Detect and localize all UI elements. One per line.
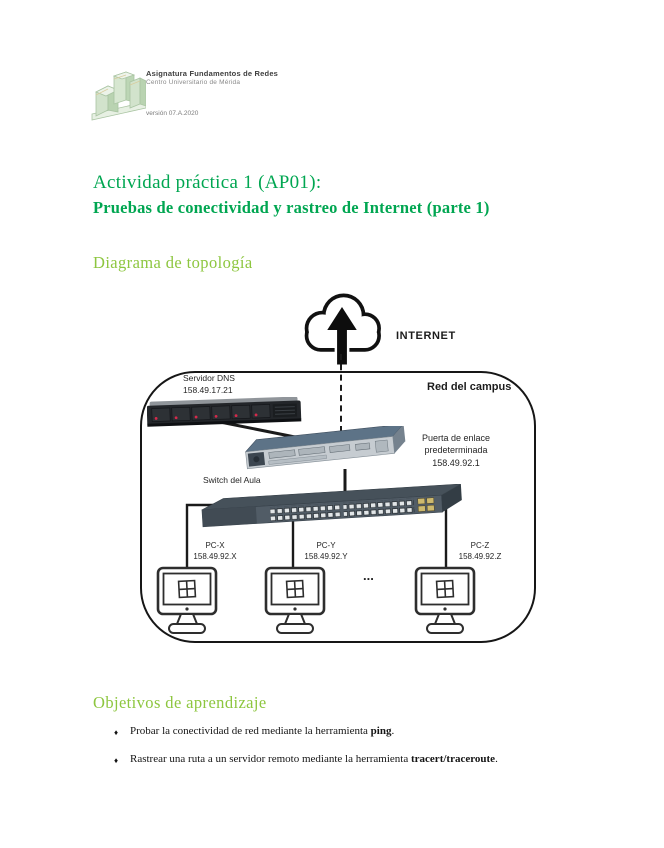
pc-x-monitor-icon — [156, 566, 218, 634]
org-name: Asignatura Fundamentos de Redes — [146, 69, 279, 78]
org-subname: Centro Universitario de Mérida — [146, 79, 241, 86]
internet-uplink-dashed-line — [340, 354, 342, 432]
objectives-list: ♦ Probar la conectividad de red mediante… — [112, 724, 524, 779]
pc-z-label: PC-Z 158.49.92.Z — [458, 541, 502, 561]
internet-label: INTERNET — [396, 330, 456, 342]
more-pcs-ellipsis: ... — [363, 568, 374, 583]
pc-z-monitor-icon — [414, 566, 476, 634]
gateway-label: Puerta de enlace predeterminada 158.49.9… — [421, 433, 491, 468]
campus-label: Red del campus — [427, 381, 512, 393]
topology-heading: Diagrama de topología — [93, 253, 253, 272]
org-header: Asignatura Fundamentos de Redes Centro U… — [146, 69, 278, 86]
university-logo-icon — [91, 71, 146, 121]
internet-cloud-icon — [304, 293, 381, 365]
objectives-heading: Objetivos de aprendizaje — [93, 693, 267, 712]
doc-title: Actividad práctica 1 (AP01): — [93, 172, 322, 193]
router-icon — [244, 426, 406, 470]
pc-y-monitor-icon — [264, 566, 326, 634]
switch-icon — [201, 484, 462, 528]
doc-version: versión 07.A.2020 — [146, 110, 199, 117]
pc-x-label: PC-X 158.49.92.X — [193, 541, 237, 561]
pc-y-label: PC-Y 158.49.92.Y — [304, 541, 348, 561]
campus-network-boundary — [140, 371, 536, 643]
bullet-icon: ♦ — [114, 755, 119, 765]
objective-item-tracert: ♦ Rastrear una ruta a un servidor remoto… — [112, 752, 524, 768]
rack-server-icon — [147, 397, 302, 427]
doc-subtitle: Pruebas de conectividad y rastreo de Int… — [93, 198, 490, 217]
dns-server-label: Servidor DNS 158.49.17.21 — [183, 373, 235, 395]
switch-label: Switch del Aula — [203, 475, 261, 485]
up-arrow-icon — [327, 307, 357, 365]
objective-item-ping: ♦ Probar la conectividad de red mediante… — [112, 724, 524, 740]
bullet-icon: ♦ — [114, 728, 119, 737]
